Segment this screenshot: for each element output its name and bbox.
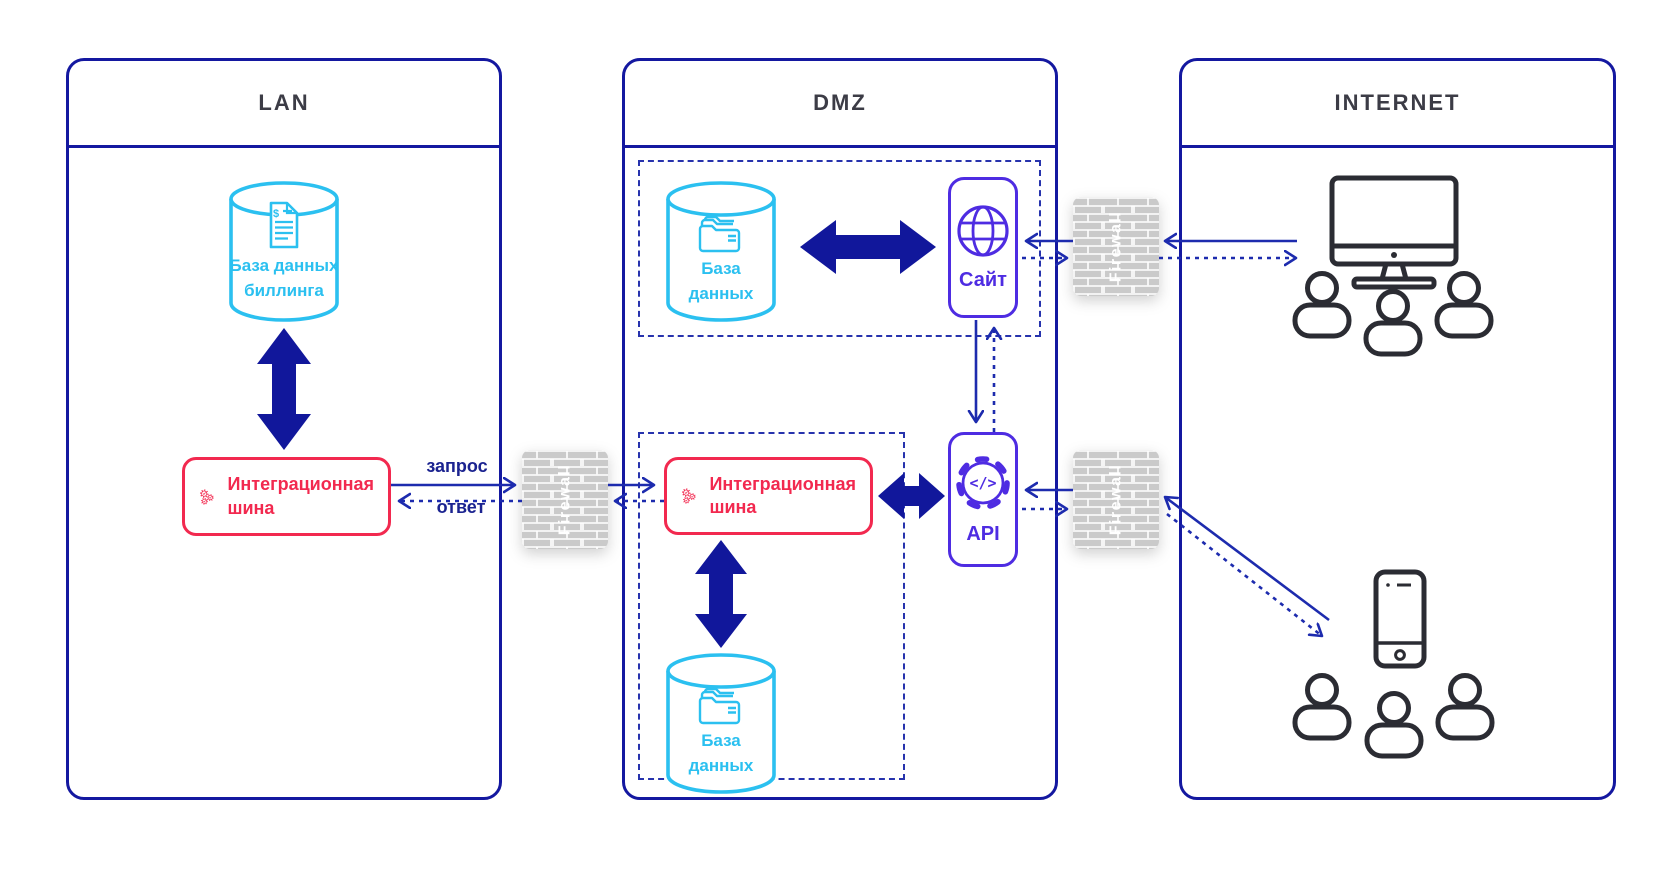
gears-icon: [681, 488, 696, 504]
zone-internet-title: INTERNET: [1334, 90, 1461, 115]
billing-db-label-line2: биллинга: [244, 280, 324, 300]
site-node: Сайт: [948, 177, 1018, 318]
dmz-web-database-node: База данных: [663, 178, 779, 324]
billing-document-icon: $: [269, 201, 299, 249]
code-glyph: </>: [969, 474, 996, 492]
firewall-label: Firewall: [557, 464, 574, 536]
zone-lan: LAN: [66, 58, 502, 800]
api-node: </> API: [948, 432, 1018, 567]
response-edge-label: ответ: [436, 497, 486, 517]
gears-icon: [199, 488, 214, 505]
firewall-dmz-internet-web: Firewall: [1073, 197, 1159, 296]
firewall-lan-dmz: Firewall: [522, 450, 608, 549]
site-label: Сайт: [959, 269, 1007, 291]
folders-icon: [698, 215, 741, 253]
folders-icon: [698, 687, 741, 725]
zone-dmz-header: DMZ: [625, 61, 1055, 148]
dmz-bus-label: Интеграционная шина: [709, 473, 856, 517]
zone-internet: INTERNET: [1179, 58, 1616, 800]
dmz-api-db-label-line2: данных: [688, 755, 754, 775]
database-cylinder: [666, 653, 776, 794]
dmz-web-db-label-line2: данных: [688, 283, 754, 303]
lan-bus-label: Интеграционная шина: [227, 474, 374, 518]
globe-icon: [957, 205, 1009, 257]
zone-internet-header: INTERNET: [1182, 61, 1613, 148]
zone-dmz-title: DMZ: [813, 90, 867, 115]
database-cylinder: [229, 181, 339, 322]
firewall-label: Firewall: [1108, 464, 1125, 536]
zone-lan-header: LAN: [69, 61, 499, 148]
dmz-web-group: [638, 160, 1041, 337]
dmz-api-database-node: База данных: [663, 650, 779, 796]
dmz-integration-bus-node: Интеграционная шина: [664, 457, 873, 535]
request-edge-label: запрос: [426, 456, 488, 476]
firewall-label: Firewall: [1108, 211, 1125, 283]
dmz-api-db-label-line1: База: [701, 731, 741, 750]
zone-lan-title: LAN: [258, 90, 310, 115]
firewall-dmz-internet-api: Firewall: [1073, 450, 1159, 549]
dmz-web-db-label-line1: База: [701, 259, 741, 278]
code-gear-icon: </>: [956, 456, 1010, 510]
billing-db-label-line1: База данных: [229, 256, 339, 275]
billing-database-node: $ База данных биллинга: [226, 178, 342, 324]
database-cylinder: [666, 181, 776, 322]
lan-integration-bus-node: Интеграционная шина: [182, 457, 391, 536]
currency-glyph: $: [273, 208, 279, 220]
api-label: API: [966, 523, 1000, 545]
